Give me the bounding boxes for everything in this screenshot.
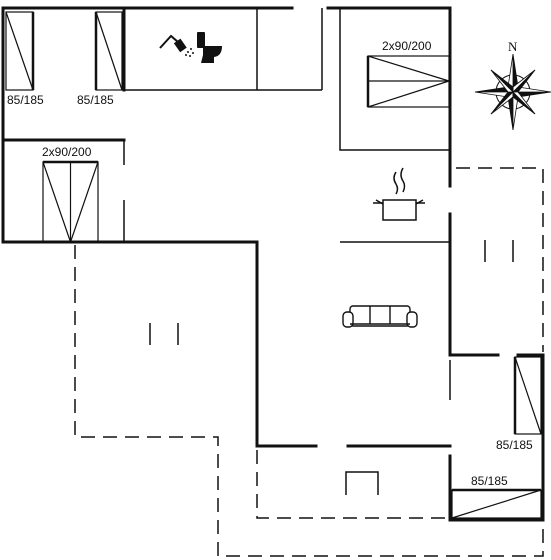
sofa-icon: [342, 305, 418, 328]
bed-mid-left-double: [42, 160, 99, 243]
bed-top-left: [5, 11, 35, 91]
cooking-pot-icon: [373, 167, 425, 221]
bed-label-bottom-right-vertical: 85/185: [496, 438, 533, 452]
bed-label-bottom-right-horizontal: 85/185: [471, 474, 508, 488]
table-mark-bottom: [345, 471, 379, 495]
wall-top-right-bedroom: [339, 8, 450, 151]
wall-bottom-right-room: [516, 353, 545, 522]
terrace-left: [74, 245, 544, 557]
wall-right-lower: [448, 212, 500, 357]
thin-walls: [123, 8, 451, 400]
bed-label-top-right-double: 2x90/200: [382, 39, 432, 53]
bed-labels: 85/185 85/185 2x90/200 2x90/200 85/185 8…: [7, 39, 533, 488]
door-marks: [149, 240, 514, 495]
bed-top-right-double: [366, 55, 450, 108]
terraces: [74, 167, 544, 557]
bed-label-top-left: 85/185: [7, 93, 44, 107]
compass-rose-icon: [474, 53, 551, 131]
shower-icon: [159, 34, 194, 57]
bed-top-second: [94, 11, 123, 91]
beds: [5, 11, 542, 519]
walls: [1, 6, 545, 522]
bed-label-top-second: 85/185: [77, 93, 114, 107]
bed-bottom-right-horizontal: [451, 488, 542, 519]
toilet-icon: [197, 32, 222, 63]
terrace-bottom-middle: [256, 450, 450, 519]
wall-left-outer: [1, 6, 318, 448]
bed-label-mid-left-double: 2x90/200: [42, 145, 92, 159]
bed-bottom-right-vertical: [513, 356, 542, 435]
compass-north-label: N: [508, 39, 518, 54]
terrace-right: [456, 167, 544, 352]
